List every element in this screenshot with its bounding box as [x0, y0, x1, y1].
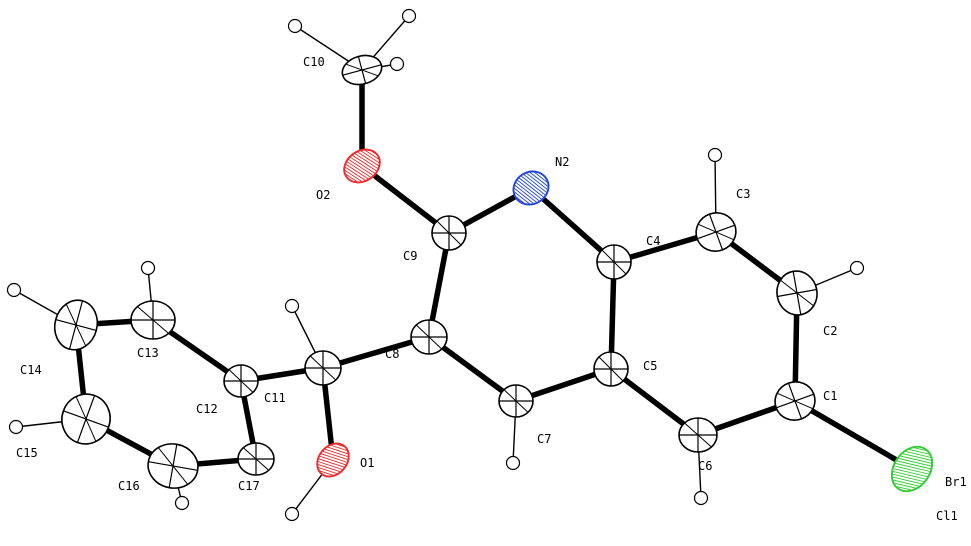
label-c6: C6: [698, 459, 712, 473]
label-cl1: Cl1: [936, 509, 958, 523]
atom-c16: [147, 443, 199, 489]
hydrogen-atom: [284, 298, 300, 314]
bond-c1-br1: [792, 398, 915, 472]
hydrogen-atom: [287, 18, 303, 34]
labels-layer: C10 O2 N2 C9 C8 C7 C4 C3 C2 C1 C5 C6 C11…: [16, 55, 967, 523]
atom-c8: [410, 319, 448, 355]
atom-o1: [310, 437, 356, 483]
hydrogen-atom: [6, 282, 22, 298]
hydrogen-atom: [693, 490, 709, 506]
label-c7: C7: [537, 432, 551, 446]
atom-c14: [53, 299, 99, 351]
hydrogen-atom: [140, 260, 156, 276]
label-c8: C8: [385, 347, 399, 361]
hydrogen-atom: [174, 495, 190, 511]
atom-br1: [883, 439, 941, 499]
atom-c15: [61, 393, 111, 445]
label-c14: C14: [20, 363, 42, 377]
label-c9: C9: [403, 249, 417, 263]
label-c13: C13: [137, 346, 159, 360]
atom-c13: [130, 300, 176, 340]
atom-c9: [431, 215, 467, 251]
atom-c6: [678, 417, 718, 453]
atom-c2: [776, 270, 818, 316]
atom-c17: [237, 442, 275, 476]
atom-c10: [341, 54, 383, 86]
label-br1: Br1: [945, 475, 967, 489]
atom-c4: [596, 244, 632, 280]
atom-c11: [304, 350, 342, 386]
atoms-layer: [53, 54, 941, 499]
label-c2: C2: [823, 324, 837, 338]
label-c3: C3: [736, 187, 750, 201]
label-c5: C5: [643, 359, 657, 373]
atom-o2: [337, 142, 387, 190]
hydrogen-atom: [707, 147, 723, 163]
label-c16: C16: [118, 479, 140, 493]
hydrogen-atom: [389, 56, 405, 72]
hydrogen-atom: [8, 419, 24, 435]
label-c15: C15: [16, 446, 38, 460]
label-c17: C17: [238, 479, 260, 493]
label-c11: C11: [264, 391, 286, 405]
label-c10: C10: [303, 55, 325, 69]
label-n2: N2: [555, 155, 569, 169]
atom-c5: [593, 351, 629, 387]
hydrogen-atom: [401, 8, 417, 24]
label-c1: C1: [823, 389, 837, 403]
bond-o2-c9: [359, 163, 452, 236]
hydrogen-bonds-layer: [13, 15, 858, 515]
atom-c3: [695, 212, 737, 252]
label-c12: C12: [196, 402, 218, 416]
atom-c12: [223, 364, 259, 398]
hydrogen-atom: [505, 455, 521, 471]
hydrogen-atom: [284, 506, 300, 522]
bond-n2-c4: [528, 185, 617, 265]
atom-n2: [507, 165, 555, 211]
label-c4: C4: [646, 234, 660, 248]
hydrogen-atoms-layer: [6, 8, 865, 522]
atom-c1: [774, 381, 816, 421]
label-o1: O1: [360, 456, 374, 470]
hydrogen-atom: [849, 260, 865, 276]
label-o2: O2: [316, 188, 330, 202]
atom-c7: [498, 384, 534, 418]
bond-c5-c4: [608, 259, 617, 372]
